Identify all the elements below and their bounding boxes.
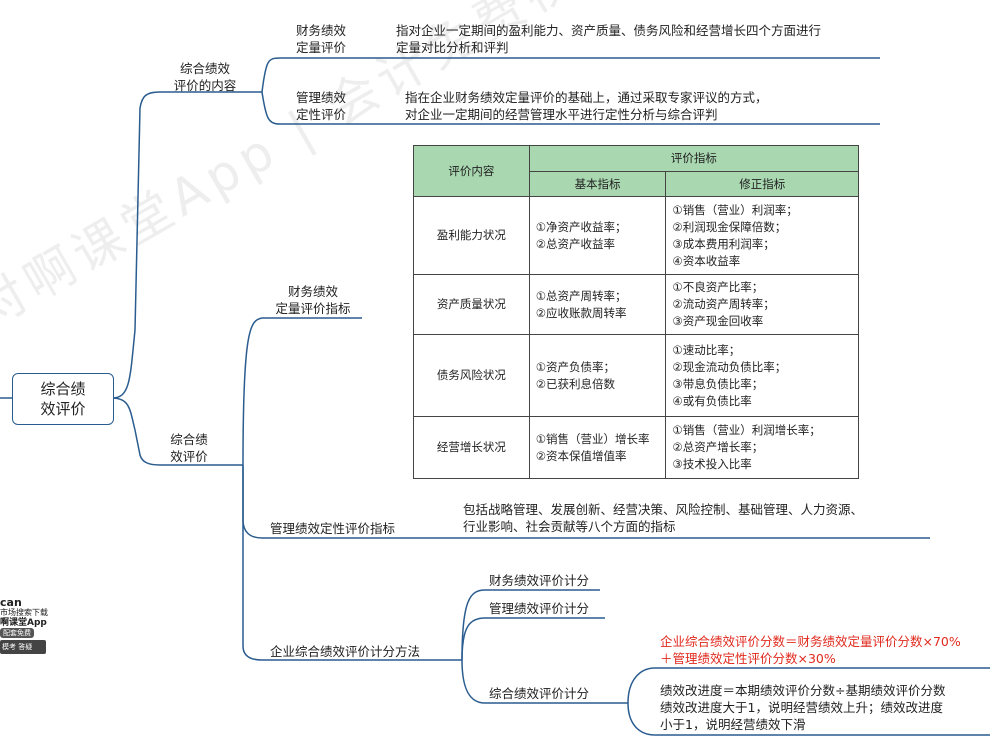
header-basic: 基本指标 [528, 171, 667, 197]
table-row: 资产质量状况 ①总资产周转率； ②应收账款周转率 ①不良资产比率； ②流动资产周… [413, 274, 859, 335]
row-basic: ①总资产周转率； ②应收账款周转率 [528, 274, 667, 335]
qual-eval-node[interactable]: 管理绩效 定性评价 [295, 90, 346, 122]
table-row: 盈利能力状况 ①净资产收益率； ②总资产收益率 ①销售（营业）利润率； ②利润现… [413, 196, 859, 275]
composite-score-node[interactable]: 综合绩效评价计分 [489, 686, 590, 701]
evaluation-node[interactable]: 综合绩 效评价 [170, 432, 208, 464]
row-modified: ①销售（营业）利润增长率； ②总资产增长率； ③技术投入比率 [665, 416, 859, 479]
improvement-formula: 绩效改进度＝本期绩效评价分数÷基期绩效评价分数 绩效改进度大于1，说明经营绩效上… [660, 683, 946, 732]
badge-pill: 配套免费 [0, 628, 34, 638]
row-dimension: 经营增长状况 [413, 416, 530, 479]
badge-line3: 啊课堂App [0, 618, 47, 628]
badge-line1: can [0, 596, 22, 609]
row-modified: ①速动比率； ②现金流动负债比率； ③带息负债比率； ④或有负债比率 [665, 334, 859, 417]
row-dimension: 债务风险状况 [413, 334, 530, 417]
qual-index-node[interactable]: 管理绩效定性评价指标 [270, 521, 396, 536]
indicator-table: 评价内容 评价指标 基本指标 修正指标 盈利能力状况 ①净资产收益率； ②总资产… [413, 145, 860, 479]
financial-score-node[interactable]: 财务绩效评价计分 [489, 573, 590, 588]
row-dimension: 资产质量状况 [413, 274, 530, 335]
content-node[interactable]: 综合绩效 评价的内容 [173, 61, 237, 93]
header-indicators: 评价指标 [528, 145, 860, 172]
badge-bar: 模考 答疑 [0, 640, 46, 654]
row-basic: ①销售（营业）增长率 ②资本保值增值率 [528, 416, 667, 479]
qual-index-desc: 包括战略管理、发展创新、经营决策、风险控制、基础管理、人力资源、 行业影响、社会… [463, 502, 864, 534]
quant-index-node[interactable]: 财务绩效 定量评价指标 [275, 284, 351, 316]
header-dimension: 评价内容 [413, 145, 530, 197]
header-modified: 修正指标 [665, 171, 859, 197]
badge-line2: 市场搜索下载 [0, 608, 48, 617]
row-modified: ①销售（营业）利润率； ②利润现金保障倍数； ③成本费用利润率； ④资本收益率 [665, 196, 859, 275]
quant-eval-desc: 指对企业一定期间的盈利能力、资产质量、债务风险和经营增长四个方面进行 定量对比分… [396, 23, 822, 55]
table-row: 债务风险状况 ①资产负债率； ②已获利息倍数 ①速动比率； ②现金流动负债比率；… [413, 334, 859, 417]
composite-formula: 企业综合绩效评价分数＝财务绩效定量评价分数×70% ＋管理绩效定性评价分数×30… [660, 634, 961, 666]
row-modified: ①不良资产比率； ②流动资产周转率； ③资产现金回收率 [665, 274, 859, 335]
root-node[interactable]: 综合绩 效评价 [12, 373, 114, 425]
row-dimension: 盈利能力状况 [413, 196, 530, 275]
management-score-node[interactable]: 管理绩效评价计分 [489, 601, 590, 616]
table-row: 经营增长状况 ①销售（营业）增长率 ②资本保值增值率 ①销售（营业）利润增长率；… [413, 416, 859, 479]
qual-eval-desc: 指在企业财务绩效定量评价的基础上，通过采取专家评议的方式， 对企业一定期间的经营… [405, 90, 768, 122]
row-basic: ①净资产收益率； ②总资产收益率 [528, 196, 667, 275]
scoring-method-node[interactable]: 企业综合绩效评价计分方法 [270, 644, 421, 659]
app-badge[interactable]: can 市场搜索下载 啊课堂App 配套免费 模考 答疑 [0, 596, 48, 654]
row-basic: ①资产负债率； ②已获利息倍数 [528, 334, 667, 417]
quant-eval-node[interactable]: 财务绩效 定量评价 [295, 23, 346, 55]
